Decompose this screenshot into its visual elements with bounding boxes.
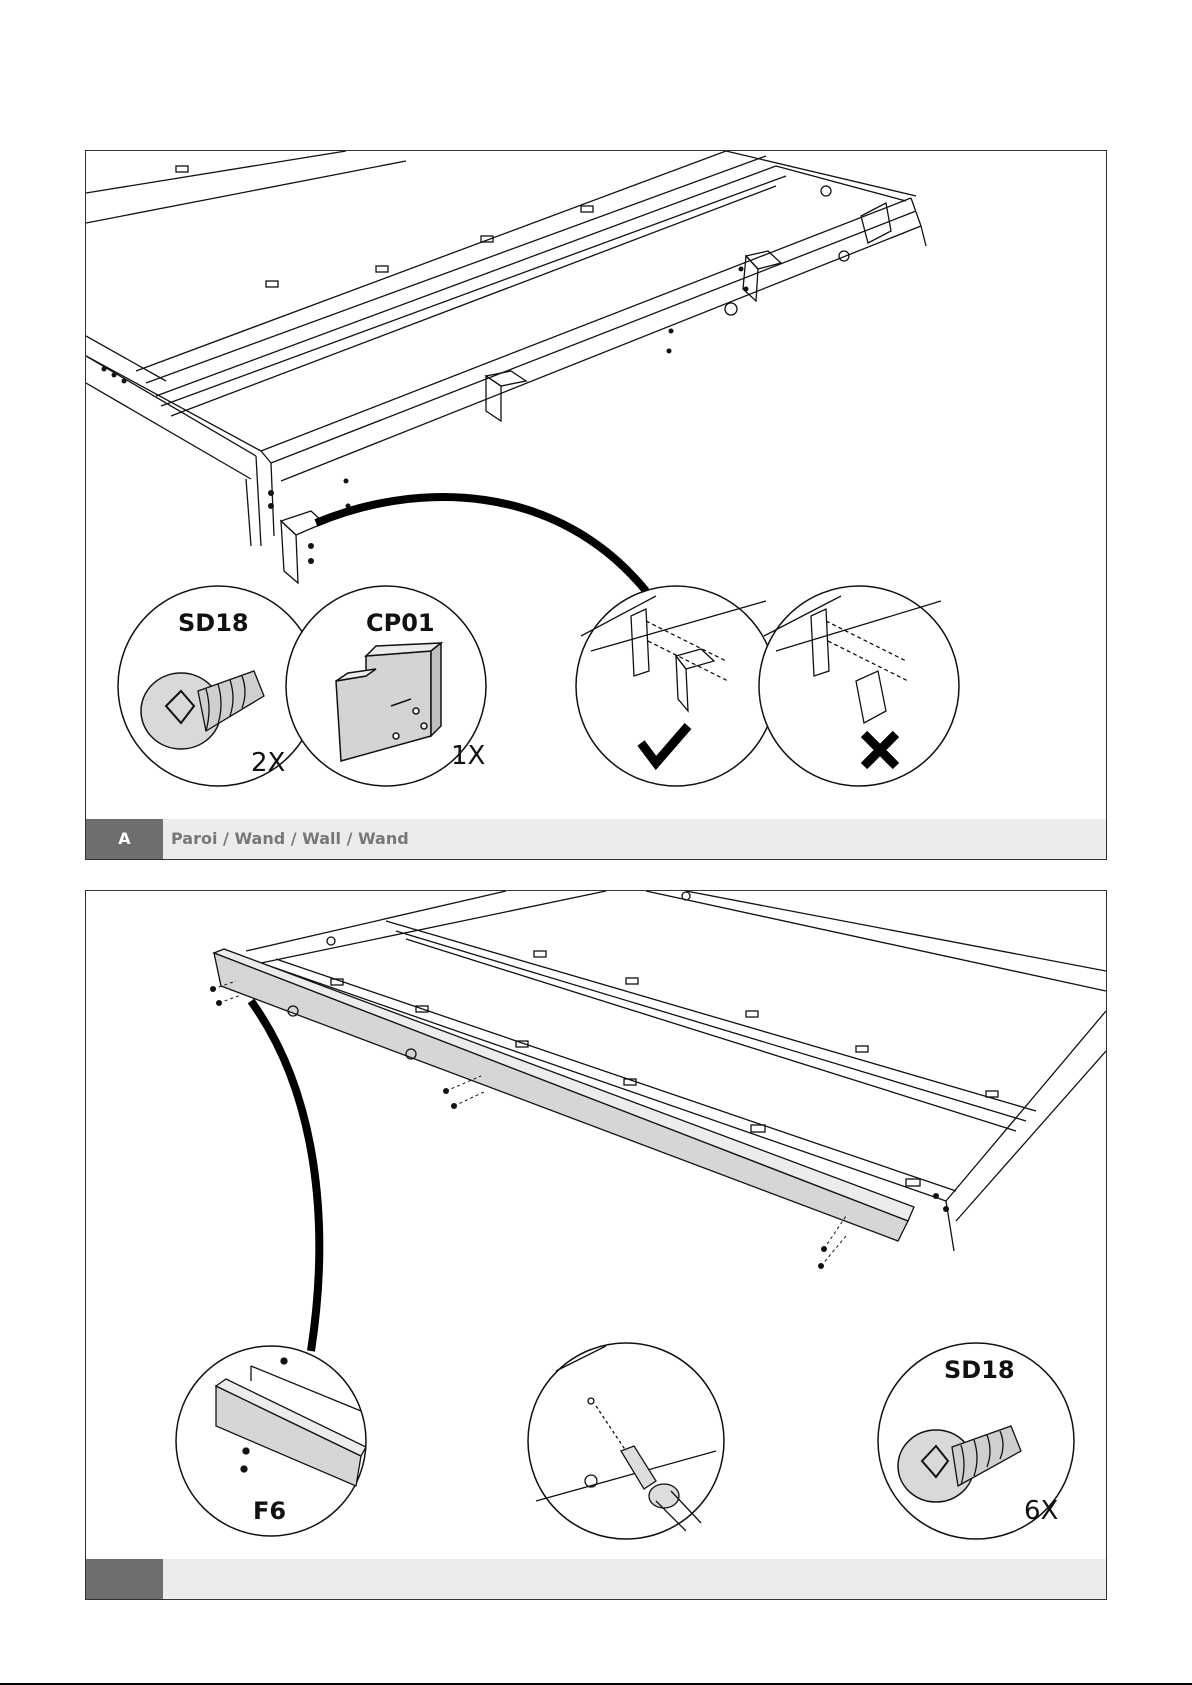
part-qty-sd18: 6X (1024, 1496, 1058, 1526)
step-panel-b: F6 SD18 6X (85, 890, 1107, 1600)
part-qty-cp01: 1X (451, 741, 485, 771)
part-qty-sd18: 2X (251, 748, 285, 778)
part-code-cp01: CP01 (366, 609, 435, 637)
frame-illustration-b (86, 891, 1106, 1599)
part-code-sd18: SD18 (944, 1356, 1015, 1384)
part-code-sd18: SD18 (178, 609, 249, 637)
step-footer: A Paroi / Wand / Wall / Wand (86, 819, 1106, 859)
step-panel-a: SD18 2X CP01 1X A Paroi / Wand / Wall / … (85, 150, 1107, 860)
step-number (86, 1559, 163, 1599)
step-number: A (86, 819, 163, 859)
frame-illustration-a (86, 151, 1106, 859)
step-title: Paroi / Wand / Wall / Wand (171, 819, 409, 859)
step-footer (86, 1559, 1106, 1599)
part-code-f6: F6 (253, 1497, 286, 1525)
